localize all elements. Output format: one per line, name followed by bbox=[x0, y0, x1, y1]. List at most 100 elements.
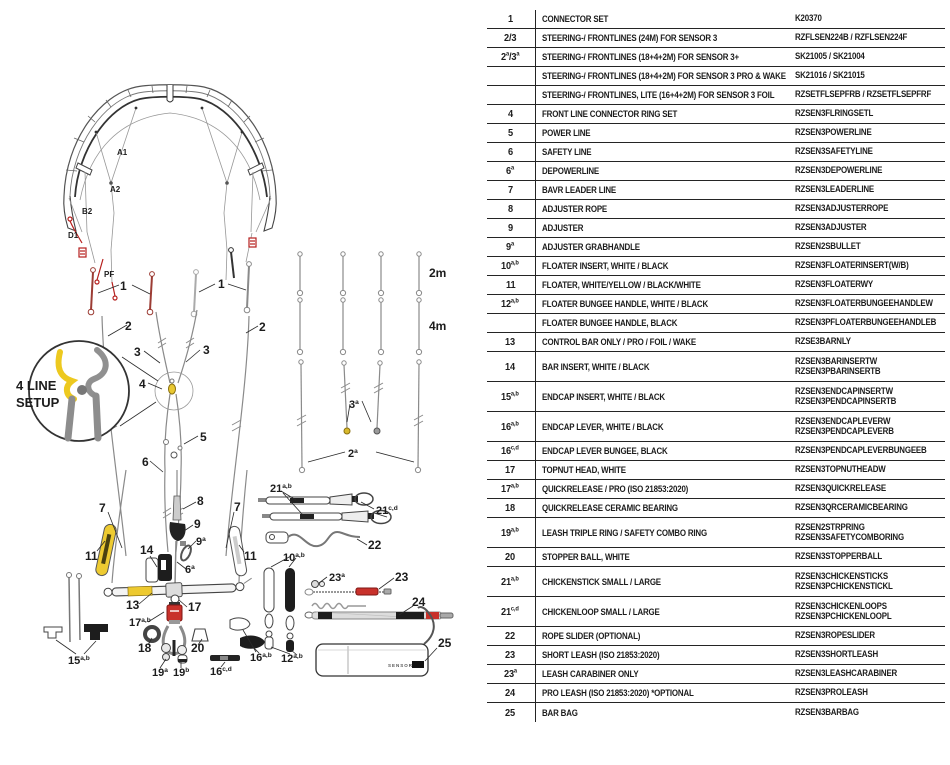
diagram-label: 12a,b bbox=[281, 653, 303, 665]
part-number: 5 bbox=[487, 124, 536, 142]
table-row: 17 TOPNUT HEAD, WHITE RZSEN3TOPNUTHEADW bbox=[487, 461, 945, 480]
topnut-head bbox=[170, 594, 180, 604]
diagram-label: 20 bbox=[191, 641, 205, 655]
part-number: 7 bbox=[487, 181, 536, 199]
diagram-label: 2m bbox=[429, 266, 446, 280]
diagram-label: 3a bbox=[349, 399, 359, 411]
stopper-ball bbox=[191, 628, 209, 642]
table-row: STEERING-/ FRONTLINES, LITE (16+4+2M) FO… bbox=[487, 86, 945, 105]
quickrelease bbox=[166, 602, 183, 624]
bag-brand-text: SENSOR bbox=[388, 663, 413, 668]
diagram-label: 24 bbox=[412, 595, 426, 609]
diagram-label: 14 bbox=[140, 543, 154, 557]
part-code: RZSEN3QUICKRELEASE bbox=[795, 484, 887, 494]
table-row: 10a,b FLOATER INSERT, WHITE / BLACK RZSE… bbox=[487, 257, 945, 276]
part-description: QUICKRELEASE / PRO (ISO 21853:2020) bbox=[542, 484, 689, 494]
table-row: 9 ADJUSTER RZSEN3ADJUSTER bbox=[487, 219, 945, 238]
part-code: RZSEN3LEADERLINE bbox=[795, 185, 875, 195]
chickenstick-large bbox=[262, 509, 392, 525]
part-number: 25 bbox=[487, 703, 536, 722]
part-description: CONNECTOR SET bbox=[542, 14, 609, 24]
table-row: 5 POWER LINE RZSEN3POWERLINE bbox=[487, 124, 945, 143]
part-code: RZSEN3PROLEASH bbox=[795, 688, 868, 698]
part-number: 4 bbox=[487, 105, 536, 123]
endcap-insert-white bbox=[43, 626, 63, 639]
diagram-label: 7 bbox=[234, 500, 241, 514]
part-description: TOPNUT HEAD, WHITE bbox=[542, 465, 626, 475]
diagram-label: 23a bbox=[329, 572, 345, 584]
chickenstick-small bbox=[258, 492, 374, 506]
part-number bbox=[487, 86, 536, 104]
table-row: 12a,b FLOATER BUNGEE HANDLE, WHITE / BLA… bbox=[487, 295, 945, 314]
part-number: 11 bbox=[487, 276, 536, 294]
table-row: 25 BAR BAG RZSEN3BARBAG bbox=[487, 703, 945, 722]
diagram-label: 2 bbox=[259, 320, 266, 334]
diagram-label: 1 bbox=[120, 279, 127, 293]
pro-leash bbox=[304, 611, 454, 620]
diagram-label: 2 bbox=[125, 319, 132, 333]
table-row: 11 FLOATER, WHITE/YELLOW / BLACK/WHITE R… bbox=[487, 276, 945, 295]
part-code: RZSEN3ADJUSTERROPE bbox=[795, 204, 889, 214]
part-description: STEERING-/ FRONTLINES (18+4+2M) FOR SENS… bbox=[542, 52, 739, 62]
part-number: 10a,b bbox=[487, 257, 536, 275]
diagram-label: 6a bbox=[185, 564, 195, 576]
table-row: 16a,b ENDCAP LEVER, WHITE / BLACK RZSEN3… bbox=[487, 412, 945, 442]
part-code: RZSEN3FLRINGSETL bbox=[795, 109, 874, 119]
part-description: STEERING-/ FRONTLINES (18+4+2M) FOR SENS… bbox=[542, 71, 786, 81]
kite-parts-diagram: 4 LINE SETUP bbox=[16, 84, 454, 679]
part-description: STOPPER BALL, WHITE bbox=[542, 552, 630, 562]
adjuster-rope bbox=[172, 495, 182, 521]
rope-slider bbox=[265, 531, 361, 548]
part-code: RZSEN3FLOATERINSERT(W/B) bbox=[795, 261, 909, 271]
part-number: 24 bbox=[487, 684, 536, 702]
part-number bbox=[487, 314, 536, 332]
part-description: ENDCAP LEVER, WHITE / BLACK bbox=[542, 421, 664, 432]
part-code: RZSEN3QRCERAMICBEARING bbox=[795, 503, 908, 513]
part-description: ADJUSTER bbox=[542, 223, 584, 233]
part-description: CHICKENSTICK SMALL / LARGE bbox=[542, 576, 661, 587]
diagram-label: 2a bbox=[348, 448, 358, 460]
diagram-label: 25 bbox=[438, 636, 452, 650]
kite-canopy bbox=[63, 84, 277, 232]
floater-insert-white bbox=[263, 567, 275, 613]
coil-leash bbox=[311, 602, 366, 610]
table-row: 1 CONNECTOR SET K20370 bbox=[487, 10, 945, 29]
table-row: 6a DEPOWERLINE RZSEN3DEPOWERLINE bbox=[487, 162, 945, 181]
part-description: LEASH TRIPLE RING / SAFETY COMBO RING bbox=[542, 527, 707, 538]
part-code: RZSE3BARNLY bbox=[795, 337, 851, 347]
diagram-label: 23 bbox=[395, 570, 409, 584]
table-row: 22 ROPE SLIDER (OPTIONAL) RZSEN3ROPESLID… bbox=[487, 627, 945, 646]
part-code: SK21005 / SK21004 bbox=[795, 52, 865, 62]
bungee-handle-white bbox=[264, 636, 274, 650]
diagram-label: 13 bbox=[126, 598, 140, 612]
part-code: RZSEN3STOPPERBALL bbox=[795, 552, 883, 562]
diagram-label: 1 bbox=[218, 277, 225, 291]
table-row: 18 QUICKRELEASE CERAMIC BEARING RZSEN3QR… bbox=[487, 499, 945, 518]
endcap-lever-black bbox=[240, 635, 265, 649]
diagram-label: 17 bbox=[188, 600, 202, 614]
table-row: STEERING-/ FRONTLINES (18+4+2M) FOR SENS… bbox=[487, 67, 945, 86]
diagram-label: 11 bbox=[244, 549, 257, 563]
table-row: 23a LEASH CARABINER ONLY RZSEN3LEASHCARA… bbox=[487, 665, 945, 684]
table-row: 21a,b CHICKENSTICK SMALL / LARGE RZSEN3C… bbox=[487, 567, 945, 597]
part-number: 19a,b bbox=[487, 518, 536, 547]
part-number: 16a,b bbox=[487, 412, 536, 441]
part-code: RZSEN3SAFETYLINE bbox=[795, 147, 873, 157]
part-description: PRO LEASH (ISO 21853:2020) *OPTIONAL bbox=[542, 688, 694, 698]
part-code: SK21016 / SK21015 bbox=[795, 71, 865, 81]
control-bar bbox=[103, 577, 252, 598]
floater-left bbox=[95, 523, 117, 577]
four-line-setup-magnifier: 4 LINE SETUP bbox=[16, 340, 159, 442]
part-number bbox=[487, 67, 536, 85]
table-row: 16c,d ENDCAP LEVER BUNGEE, BLACK RZSEN3P… bbox=[487, 442, 945, 461]
table-row: 9a ADJUSTER GRABHANDLE RZSEN2SBULLET bbox=[487, 238, 945, 257]
part-code: K20370 bbox=[795, 14, 822, 24]
part-code: RZSEN3PFLOATERBUNGEEHANDLEB bbox=[795, 318, 937, 328]
part-code: RZSEN3BARBAG bbox=[795, 707, 859, 717]
ceramic-bearing-ring bbox=[143, 625, 161, 643]
diagram-label: 4 bbox=[139, 377, 146, 391]
part-description: FLOATER INSERT, WHITE / BLACK bbox=[542, 261, 669, 271]
